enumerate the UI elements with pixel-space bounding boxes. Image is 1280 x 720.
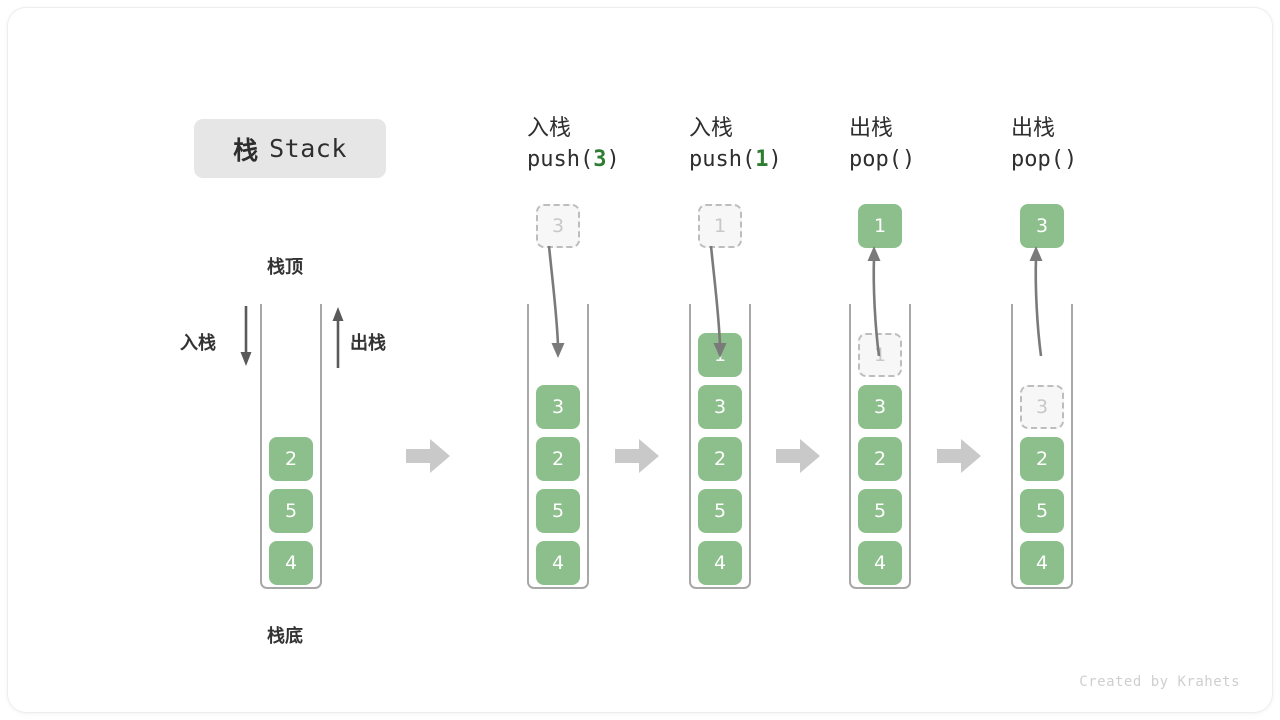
stack-cell: 2	[269, 437, 313, 481]
stack-top-label: 栈顶	[267, 257, 303, 278]
stack-cell: 4	[698, 541, 742, 585]
diagram-title-cn: 栈	[233, 135, 260, 165]
stack-container-step-1	[527, 304, 589, 589]
stack-container-initial	[260, 304, 322, 589]
step-arrow-1-icon	[406, 439, 450, 473]
pop-side-label: 出栈	[350, 333, 386, 354]
step-header-4: 出栈 pop()	[1011, 114, 1171, 176]
step-header-cn: 入栈	[689, 116, 734, 141]
diagram-title-en: Stack	[269, 134, 347, 163]
step-header-cn: 出栈	[849, 116, 894, 141]
stack-cell: 3	[698, 385, 742, 429]
stack-cell: 2	[858, 437, 902, 481]
stack-cell: 4	[269, 541, 313, 585]
stack-container-step-2	[689, 304, 751, 589]
stack-cell-ghost: 3	[1020, 385, 1064, 429]
step-header-cn: 出栈	[1011, 116, 1056, 141]
stack-cells-step-4: 3 2 5 4	[1020, 385, 1064, 593]
stack-cell: 5	[269, 489, 313, 533]
step-header-2: 入栈 push(1)	[689, 114, 849, 176]
stack-cell: 3	[536, 385, 580, 429]
push-flow-arrow-icon-1	[527, 245, 607, 386]
floating-cell-ghost-step-2: 1	[698, 204, 742, 248]
stack-cell: 4	[858, 541, 902, 585]
stack-bottom-label: 栈底	[267, 626, 303, 647]
stack-cell: 4	[536, 541, 580, 585]
stack-container-step-4	[1011, 304, 1073, 589]
step-header-code: pop()	[849, 147, 916, 172]
push-direction-arrow-icon	[236, 306, 256, 368]
stack-cell: 5	[536, 489, 580, 533]
step-header-code: pop()	[1011, 147, 1078, 172]
step-header-arg: 1	[755, 147, 769, 172]
stack-cell: 5	[858, 489, 902, 533]
step-arrow-4-icon	[937, 439, 981, 473]
stack-cell: 2	[1020, 437, 1064, 481]
stack-cell: 3	[858, 385, 902, 429]
stack-cell: 5	[698, 489, 742, 533]
step-header-cn: 入栈	[527, 116, 572, 141]
step-header-3: 出栈 pop()	[849, 114, 1009, 176]
stack-cells-initial: 2 5 4	[269, 437, 313, 593]
push-side-label: 入栈	[180, 333, 216, 354]
push-flow-arrow-icon-2	[689, 245, 769, 386]
stack-cell: 2	[698, 437, 742, 481]
step-header-code: push(3)	[527, 147, 620, 172]
step-arrow-3-icon	[776, 439, 820, 473]
pop-direction-arrow-icon	[328, 306, 348, 368]
pop-flow-arrow-icon-3	[849, 246, 929, 386]
step-header-arg: 3	[593, 147, 607, 172]
footer-credit: Created by Krahets	[1079, 674, 1240, 690]
pop-flow-arrow-icon-4	[1011, 246, 1091, 386]
step-arrow-2-icon	[615, 439, 659, 473]
popped-cell-step-3: 1	[858, 204, 902, 248]
step-header-1: 入栈 push(3)	[527, 114, 687, 176]
stack-cells-step-1: 3 2 5 4	[536, 385, 580, 593]
step-header-code: push(1)	[689, 147, 782, 172]
stack-cell: 5	[1020, 489, 1064, 533]
stack-container-step-3	[849, 304, 911, 589]
stack-cell: 4	[1020, 541, 1064, 585]
floating-cell-ghost-step-1: 3	[536, 204, 580, 248]
popped-cell-step-4: 3	[1020, 204, 1064, 248]
stack-cell: 2	[536, 437, 580, 481]
diagram-title-badge: 栈 Stack	[194, 119, 386, 178]
